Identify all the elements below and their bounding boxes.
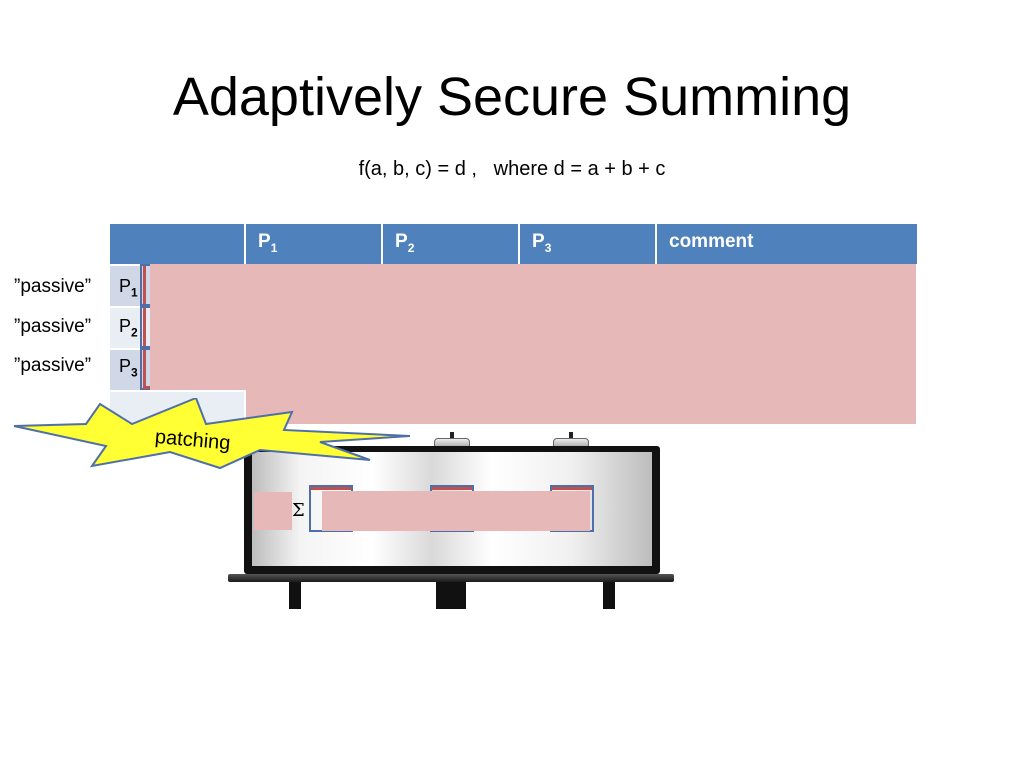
row-red-mark-3 xyxy=(143,350,146,388)
row-status-1: ”passive” xyxy=(14,276,92,297)
billboard-leg-right xyxy=(603,582,615,609)
redacted-billboard-values xyxy=(322,491,590,531)
header-cell-empty xyxy=(110,224,246,264)
billboard-slot-3-red xyxy=(552,487,592,490)
billboard-leg-left xyxy=(289,582,301,609)
lamp-stem-1 xyxy=(450,432,454,440)
redacted-billboard-left xyxy=(254,492,292,530)
patching-burst-polygon xyxy=(13,398,410,470)
row-party-p3: P3 xyxy=(119,356,138,380)
row-status-2: ”passive” xyxy=(14,316,92,337)
row-party-p2: P2 xyxy=(119,316,138,340)
billboard-slot-2-red xyxy=(432,487,472,490)
row-party-p1: P1 xyxy=(119,276,138,300)
redacted-table-row-2 xyxy=(150,306,916,348)
header-cell-comment: comment xyxy=(657,224,917,264)
sum-symbol: Σ xyxy=(292,500,305,521)
billboard-slot-1-red xyxy=(311,487,351,490)
lamp-stem-2 xyxy=(569,432,573,440)
header-cell-p3: P3 xyxy=(520,224,657,264)
header-cell-p1: P1 xyxy=(246,224,383,264)
row-red-mark-2 xyxy=(143,308,146,346)
redacted-table-row-4 xyxy=(246,390,916,424)
redacted-table-body xyxy=(150,264,916,306)
row-status-3: ”passive” xyxy=(14,355,92,376)
billboard-leg-middle xyxy=(436,582,466,609)
billboard-ledge xyxy=(228,574,674,582)
row-red-mark-1 xyxy=(143,266,146,304)
header-cell-p2: P2 xyxy=(383,224,520,264)
formula-subtitle: f(a, b, c) = d , where d = a + b + c xyxy=(358,158,666,180)
slide-title: Adaptively Secure Summing xyxy=(172,67,852,127)
redacted-table-row-3 xyxy=(150,348,916,390)
patching-burst-shape xyxy=(13,398,410,470)
